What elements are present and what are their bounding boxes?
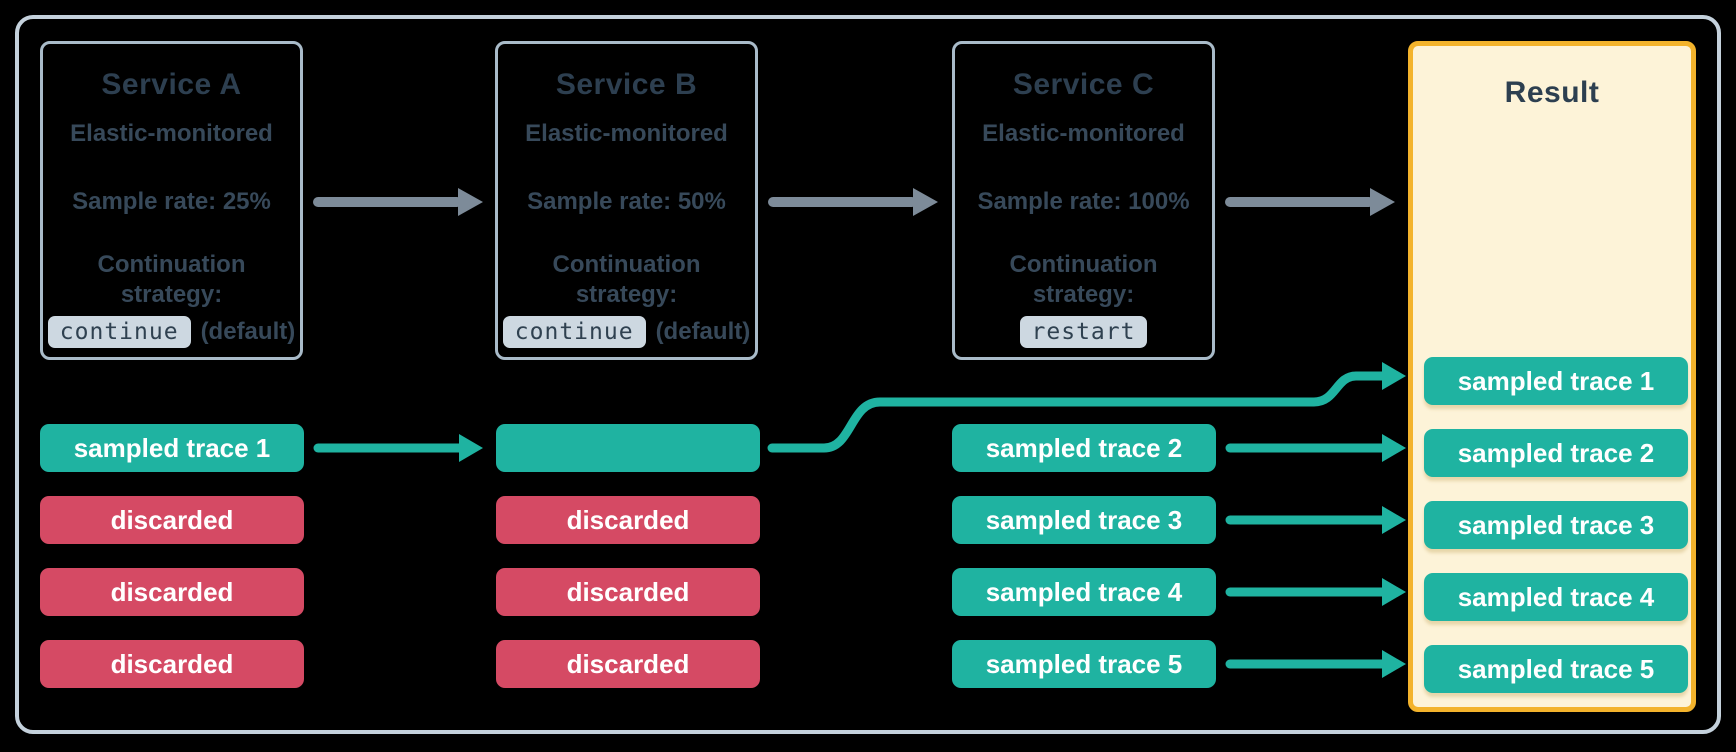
service-c-sample-rate: Sample rate: 100% [977,188,1190,215]
service-a-subtitle: Elastic-monitored [70,120,273,147]
service-c-trace-row-3: sampled trace 4 [952,568,1216,616]
service-b-trace-row-1 [496,424,760,472]
service-b-strategy-suffix: (default) [655,318,751,345]
service-c-strategy-chip: restart [1019,316,1148,348]
service-b-trace-row-2: discarded [496,496,760,544]
service-b-trace-row-4: discarded [496,640,760,688]
result-trace-5: sampled trace 5 [1424,645,1688,693]
result-trace-2: sampled trace 2 [1424,429,1688,477]
service-a-sample-rate: Sample rate: 25% [72,188,271,215]
service-a-strategy-chip: continue [47,316,191,348]
service-a-trace-row-4: discarded [40,640,304,688]
service-b-strategy-chip: continue [502,316,646,348]
service-c-strategy-label: Continuation strategy: [1009,251,1158,308]
service-c-subtitle: Elastic-monitored [982,120,1185,147]
service-b-trace-row-3: discarded [496,568,760,616]
service-c-trace-row-2: sampled trace 3 [952,496,1216,544]
service-a-trace-row-1: sampled trace 1 [40,424,304,472]
service-a-box: Service A Elastic-monitored Sample rate:… [40,41,303,360]
service-b-box: Service B Elastic-monitored Sample rate:… [495,41,758,360]
result-title: Result [1504,76,1600,109]
outer-frame [15,15,1721,734]
service-b-sample-rate: Sample rate: 50% [527,188,726,215]
service-a-strategy-suffix: (default) [200,318,296,345]
service-a-strategy-row: continue (default) [47,316,296,348]
service-a-trace-row-2: discarded [40,496,304,544]
service-b-subtitle: Elastic-monitored [525,120,728,147]
service-b-title: Service B [555,68,698,101]
result-trace-4: sampled trace 4 [1424,573,1688,621]
service-a-strategy-label: Continuation strategy: [97,251,246,308]
service-a-trace-row-3: discarded [40,568,304,616]
service-c-trace-row-4: sampled trace 5 [952,640,1216,688]
result-trace-1: sampled trace 1 [1424,357,1688,405]
service-a-title: Service A [101,68,242,101]
service-b-strategy-row: continue (default) [502,316,751,348]
service-b-strategy-label: Continuation strategy: [552,251,701,308]
service-c-title: Service C [1012,68,1155,101]
result-box: Result sampled trace 1 sampled trace 2 s… [1408,41,1696,712]
result-trace-3: sampled trace 3 [1424,501,1688,549]
service-c-strategy-row: restart [1019,316,1148,348]
service-c-box: Service C Elastic-monitored Sample rate:… [952,41,1215,360]
service-c-trace-row-1: sampled trace 2 [952,424,1216,472]
